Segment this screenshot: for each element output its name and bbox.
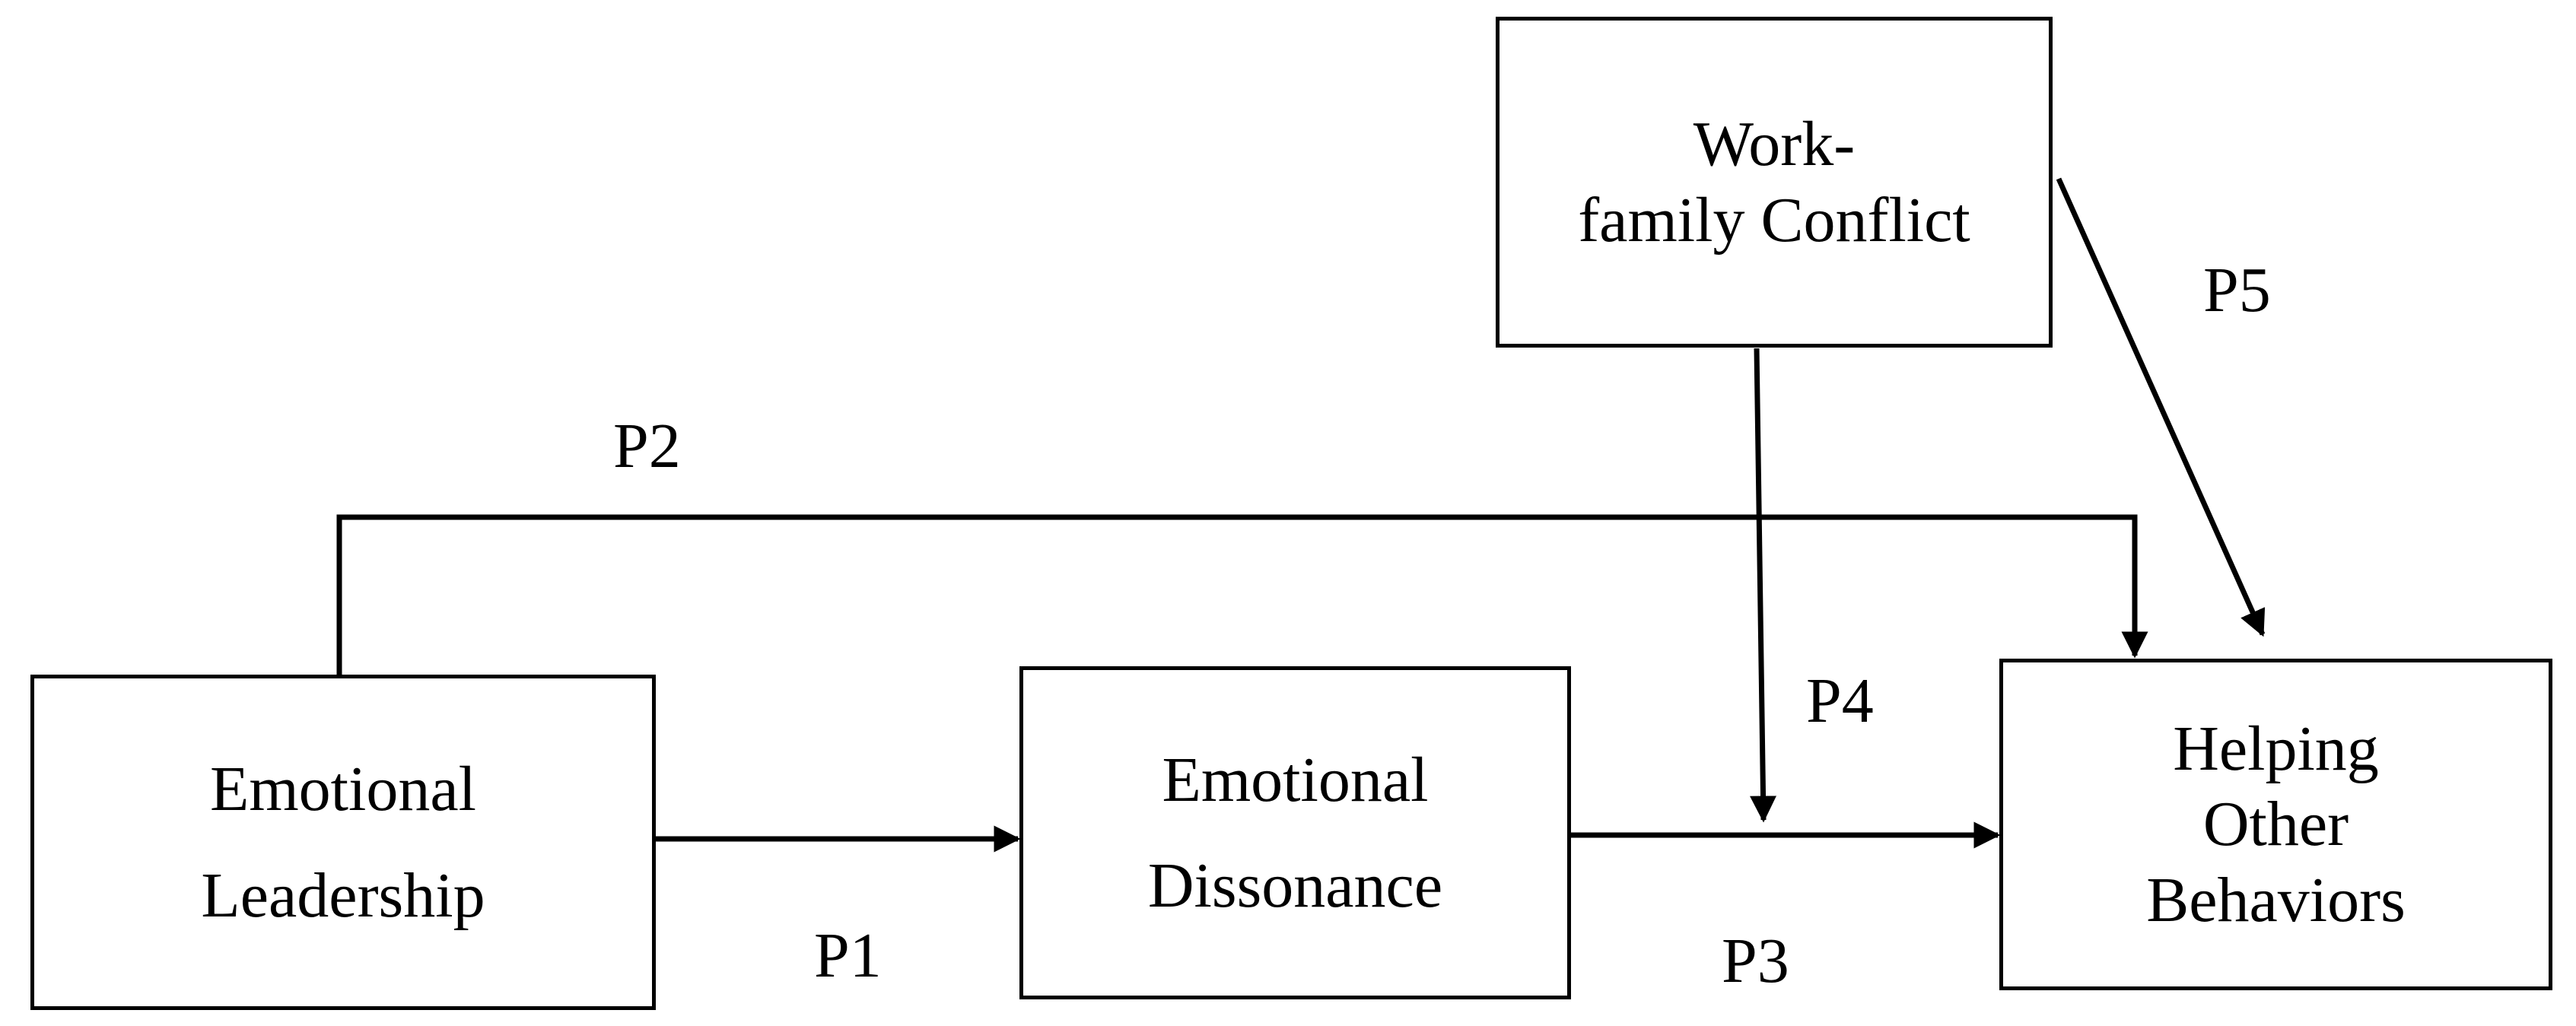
emotional-leadership-box: Emotional Leadership <box>30 675 656 1010</box>
emotional-dissonance-line1: Emotional <box>1162 744 1429 815</box>
path-label-p2: P2 <box>613 411 681 481</box>
work-family-conflict-box: Work- family Conflict <box>1496 17 2053 348</box>
work-family-conflict-line2: family Conflict <box>1578 184 1970 256</box>
helping-other-behaviors-line1: Helping <box>2173 713 2379 785</box>
path-label-p5: P5 <box>2203 255 2271 326</box>
emotional-dissonance-box: Emotional Dissonance <box>1019 666 1571 999</box>
work-family-conflict-line1: Work- <box>1693 109 1856 180</box>
path-label-p4: P4 <box>1806 665 1874 736</box>
arrow-p2 <box>336 514 2148 675</box>
helping-other-behaviors-line3: Behaviors <box>2146 864 2406 935</box>
emotional-dissonance-line2: Dissonance <box>1147 850 1443 921</box>
arrow-p5 <box>2056 177 2266 637</box>
arrow-p4 <box>1750 348 1777 823</box>
path-label-p3: P3 <box>1722 926 1789 996</box>
emotional-leadership-line1: Emotional <box>210 754 476 825</box>
helping-other-behaviors-box: Helping Other Behaviors <box>1999 659 2552 990</box>
emotional-leadership-line2: Leadership <box>201 859 485 931</box>
helping-other-behaviors-line2: Other <box>2202 789 2349 860</box>
path-label-p1: P1 <box>814 920 882 991</box>
